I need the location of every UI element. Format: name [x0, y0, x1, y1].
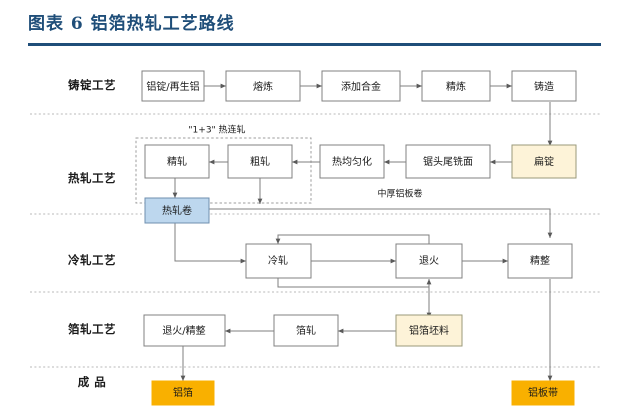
node-foil-stock[interactable]: 铝箔坯料 — [395, 314, 463, 347]
node-saw-mill-face[interactable]: 锯头尾铣面 — [405, 144, 491, 179]
node-label: 退火 — [419, 255, 439, 267]
node-finish-rolling[interactable]: 精轧 — [144, 144, 210, 179]
node-label: 扁锭 — [534, 155, 554, 168]
node-label: 精整 — [530, 254, 550, 267]
row-label-casting: 铸锭工艺 — [68, 78, 116, 92]
node-homogenizing[interactable]: 热均匀化 — [319, 144, 385, 179]
row-label-coldroll: 冷轧工艺 — [68, 253, 116, 267]
node-label: 添加合金 — [341, 80, 381, 93]
node-label: 铝锭/再生铝 — [146, 80, 199, 93]
title-divider — [28, 43, 601, 46]
row-labels: 铸锭工艺 热轧工艺 冷轧工艺 箔轧工艺 成 品 — [68, 78, 116, 389]
node-box[interactable] — [395, 314, 463, 347]
node-aluminum-foil[interactable]: 铝箔 — [151, 380, 215, 406]
node-ingot-scrap[interactable]: 铝锭/再生铝 — [141, 70, 205, 102]
node-box[interactable] — [225, 70, 301, 102]
node-box[interactable] — [141, 70, 205, 102]
process-flow-diagram: 铸锭工艺 热轧工艺 冷轧工艺 箔轧工艺 成 品 铝锭/再生铝 熔炼 — [0, 52, 629, 417]
node-box[interactable] — [143, 314, 226, 347]
node-foil-rolling[interactable]: 箔轧 — [273, 314, 339, 347]
node-box[interactable] — [511, 70, 577, 102]
edge-plate-coil-to-finishing — [209, 208, 553, 238]
node-box[interactable] — [245, 243, 312, 279]
connectors-hotcoil — [174, 208, 553, 264]
node-annealing[interactable]: 退火 — [395, 243, 463, 279]
node-finishing[interactable]: 精整 — [507, 243, 573, 279]
node-aluminum-strip[interactable]: 铝板带 — [511, 380, 575, 406]
row-label-foilroll: 箔轧工艺 — [68, 322, 116, 336]
figure-header: 图表 6 铝箔热轧工艺路线 — [0, 0, 629, 52]
node-slab[interactable]: 扁锭 — [511, 144, 577, 179]
node-rough-rolling[interactable]: 粗轧 — [227, 144, 293, 179]
edge-annealing-recycle-to-cold — [275, 234, 430, 244]
node-casting[interactable]: 铸造 — [511, 70, 577, 102]
node-box[interactable] — [511, 144, 577, 179]
annotation-medium-plate-coil: 中厚铝板卷 — [377, 188, 422, 200]
node-cold-rolling[interactable]: 冷轧 — [245, 243, 312, 279]
hot-tandem-group-box — [135, 137, 312, 204]
connectors-hotroll-row — [172, 159, 512, 204]
node-refining[interactable]: 精炼 — [421, 70, 491, 102]
node-add-alloy[interactable]: 添加合金 — [321, 70, 401, 102]
node-label: 锯头尾铣面 — [423, 155, 473, 168]
node-box[interactable] — [421, 70, 491, 102]
edge-cold-recycle-to-annealing — [277, 278, 432, 288]
node-label: 箔轧 — [296, 324, 316, 337]
node-box[interactable] — [319, 144, 385, 179]
node-label: 冷轧 — [268, 254, 288, 267]
node-hot-coil[interactable]: 热轧卷 — [144, 197, 210, 224]
node-melting[interactable]: 熔炼 — [225, 70, 301, 102]
node-box[interactable] — [507, 243, 573, 279]
node-box[interactable] — [321, 70, 401, 102]
node-label: 精炼 — [446, 80, 466, 93]
connectors-casting-row — [204, 83, 553, 146]
node-label: 退火/精整 — [162, 324, 205, 337]
node-box[interactable] — [273, 314, 339, 347]
annotation-hot-tandem-group: "1+3" 热连轧 — [188, 124, 245, 136]
connectors-foilroll-row — [180, 328, 396, 381]
node-box[interactable] — [395, 243, 463, 279]
node-box[interactable] — [144, 144, 210, 179]
node-label: 铸造 — [534, 80, 554, 93]
node-box[interactable] — [227, 144, 293, 179]
node-label: 铝板带 — [528, 386, 558, 399]
row-label-hotroll: 热轧工艺 — [68, 171, 116, 185]
node-box[interactable] — [511, 380, 575, 406]
edge-hotcoil-to-coldrolling — [174, 223, 246, 264]
node-label: 精轧 — [167, 155, 187, 168]
node-anneal-finish[interactable]: 退火/精整 — [143, 314, 226, 347]
row-label-product: 成 品 — [78, 375, 107, 389]
node-label: 熔炼 — [253, 80, 273, 93]
node-label: 铝箔坯料 — [409, 324, 449, 337]
node-box[interactable] — [405, 144, 491, 179]
node-box[interactable] — [144, 197, 210, 224]
node-label: 热均匀化 — [332, 155, 372, 168]
page-title: 图表 6 铝箔热轧工艺路线 — [28, 14, 235, 34]
connectors-coldroll-row — [275, 234, 553, 381]
node-box[interactable] — [151, 380, 215, 406]
node-label: 粗轧 — [250, 155, 270, 168]
node-label: 热轧卷 — [162, 204, 192, 217]
node-label: 铝箔 — [173, 386, 193, 399]
